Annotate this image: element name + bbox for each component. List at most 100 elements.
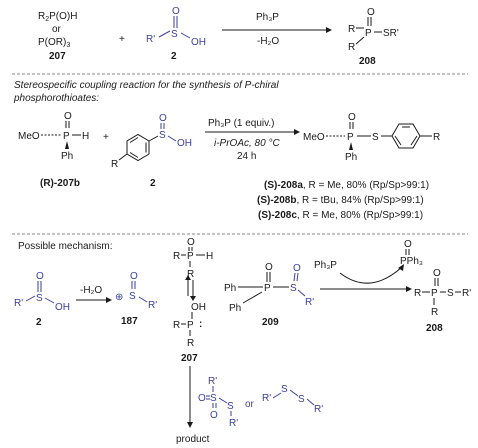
fp-O: O <box>433 268 441 279</box>
ar-OH: OH <box>177 138 192 149</box>
fp-R2: R <box>431 307 438 318</box>
ar-R: R <box>111 159 118 170</box>
curved-arrow <box>339 266 403 284</box>
taut-O: O <box>187 237 195 248</box>
prod-MeO: MeO <box>303 132 325 143</box>
cation-plus: ⊕ <box>115 292 123 303</box>
section-heading-stereospecific-2: phosphorothioates: <box>13 93 99 104</box>
product-number: 208 <box>359 56 376 67</box>
product-P: P <box>365 28 372 39</box>
product-SR: SR' <box>383 28 399 39</box>
reaction-time: 24 h <box>237 151 256 162</box>
mech-sulfinic-O: O <box>36 271 44 282</box>
mech-reagent-ph3p: Ph₃P <box>314 260 337 271</box>
byproduct-O: O <box>404 239 412 250</box>
mech-step-water-loss: -H₂O <box>80 285 102 296</box>
side2-S1: S <box>281 384 288 395</box>
prod-benzene-ring <box>391 123 421 149</box>
result-208b: (S)-208b, R = tBu, 84% (Rp/Sp>99:1) <box>257 195 424 206</box>
cation-R: R' <box>148 300 157 311</box>
scheme-stereospecific-coupling: Stereospecific coupling reaction for the… <box>13 80 440 221</box>
plus-sign: + <box>119 34 125 45</box>
cation-number: 187 <box>121 316 138 327</box>
mech-sulfinic-S: S <box>36 293 43 304</box>
sulfinic-acid-S: S <box>171 29 178 40</box>
side1-R-bot: R' <box>229 418 238 429</box>
int-S-O: O <box>293 263 301 274</box>
side-or: or <box>245 399 255 410</box>
reactant-207-line1: R2P(O)H <box>38 11 77 23</box>
scheme-general-reaction: R2P(O)H or P(OR)3 207 + O R' S OH 2 Ph₃P… <box>38 6 399 67</box>
solvent-temperature: i-PrOAc, 80 °C <box>214 138 280 149</box>
sm-label: (R)-207b <box>40 178 80 189</box>
taut-R-bot: R <box>187 338 194 349</box>
side2-S2: S <box>298 394 305 405</box>
cation-O: O <box>130 271 138 282</box>
int-R: R' <box>305 297 314 308</box>
result-208a: (S)-208a, R = Me, 80% (Rp/Sp>99:1) <box>264 180 429 191</box>
mech-sulfinic-number: 2 <box>36 317 42 328</box>
sm-MeO: MeO <box>18 131 40 142</box>
ar-number: 2 <box>150 178 156 189</box>
fp-R: R' <box>462 288 471 299</box>
ar-S: S <box>159 130 166 141</box>
taut-lone-pair: : <box>199 319 202 330</box>
prod-P: P <box>347 132 354 143</box>
side1-O-left: O <box>198 393 206 404</box>
side1-S1: S <box>210 393 217 404</box>
taut-H: H <box>206 251 213 262</box>
mech-sulfinic-OH: OH <box>55 302 70 313</box>
fp-P: P <box>431 288 438 299</box>
taut-number: 207 <box>181 353 198 364</box>
side2-R1: R' <box>262 393 271 404</box>
result-208c: (S)-208c, R = Me, 80% (Rp/Sp>99:1) <box>258 210 423 221</box>
reagent-ph3p-equiv: Ph₃P (1 equiv.) <box>208 118 275 129</box>
sm-O: O <box>64 111 72 122</box>
taut-R-mid: R <box>187 269 194 280</box>
prod-R: R <box>433 132 440 143</box>
side1-R-top: R' <box>208 376 217 387</box>
sm-Ph: Ph <box>61 151 73 162</box>
product-O: O <box>367 7 375 18</box>
sulfinic-acid-OH: OH <box>191 37 206 48</box>
sulfinic-acid-R: R' <box>146 34 155 45</box>
sm-H: H <box>82 131 89 142</box>
taut-P-bot: P <box>187 320 194 331</box>
ar-O: O <box>159 113 167 124</box>
int-number: 209 <box>262 317 279 328</box>
sulfinic-acid-number: 2 <box>171 51 177 62</box>
plus-sign-2: + <box>103 132 109 143</box>
reagent-ph3p: Ph₃P <box>256 12 279 23</box>
mech-sulfinic-R: R' <box>14 298 23 309</box>
reactant-207-or: or <box>52 24 62 35</box>
side2-R2: R' <box>314 404 323 415</box>
taut-P-top: P <box>187 251 194 262</box>
side1-S2: S <box>227 401 234 412</box>
int-Ph1: Ph <box>224 283 236 294</box>
final-product-label: product <box>176 434 210 445</box>
side1-O-bot: O <box>210 410 218 421</box>
int-P: P <box>264 283 271 294</box>
cation-S: S <box>129 291 136 302</box>
fp-S: S <box>447 288 454 299</box>
sulfinic-acid-O: O <box>172 6 180 17</box>
reactant-207-line3: P(OR)3 <box>38 37 70 49</box>
scheme-mechanism: Possible mechanism: O R' S OH 2 -H₂O O ⊕… <box>14 237 471 445</box>
byproduct-ph3po: PPh₃ <box>400 256 423 267</box>
section-heading-stereospecific: Stereospecific coupling reaction for the… <box>14 80 279 91</box>
fp-R1: R <box>414 288 421 299</box>
taut-R-left: R <box>173 320 180 331</box>
taut-R-top: R <box>173 251 180 262</box>
int-S: S <box>290 283 297 294</box>
fp-number: 208 <box>426 323 443 334</box>
sm-P: P <box>63 131 70 142</box>
prod-S: S <box>372 132 379 143</box>
product-R1: R <box>348 24 355 35</box>
section-heading-mechanism: Possible mechanism: <box>18 241 112 252</box>
int-O: O <box>265 262 273 273</box>
int-Ph2: Ph <box>229 303 241 314</box>
prod-Ph: Ph <box>345 152 357 163</box>
reactant-207-number: 207 <box>49 51 66 62</box>
product-R2: R <box>348 42 355 53</box>
